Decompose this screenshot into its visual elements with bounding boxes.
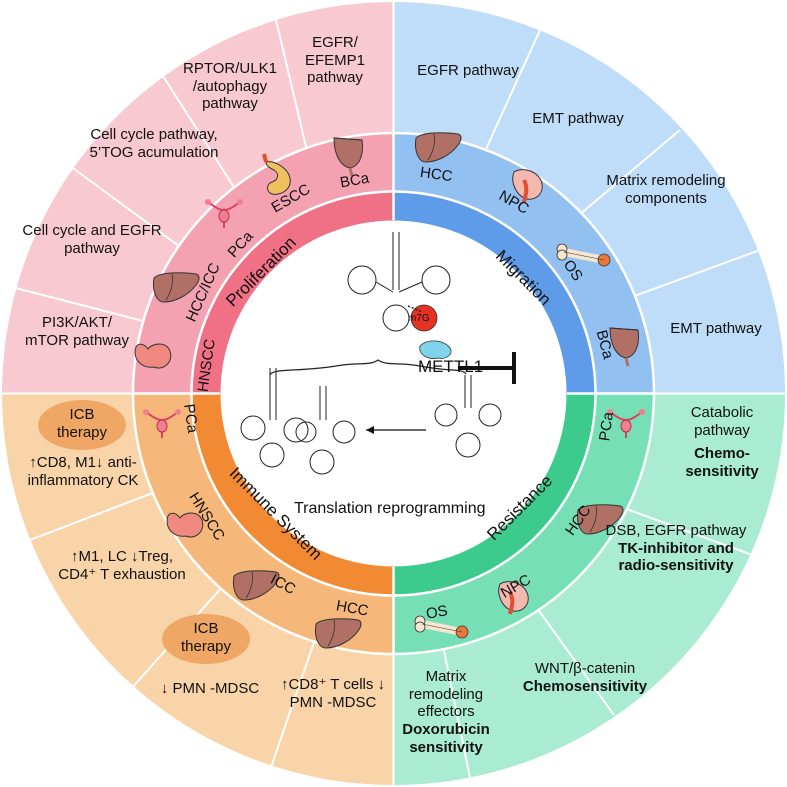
mechanism-wnt-text: WNT/β-catenin [534, 660, 636, 677]
mechanism-pi3k: PI3K/AKT/ mTOR pathway [25, 314, 129, 349]
effect-tk-inhibitor: TK-inhibitor and radio-sensitivity [618, 539, 734, 575]
icb-therapy-badge-1 [38, 400, 126, 450]
mechanism-matrix-effectors: Matrix remodeling effectors Doxorubicin … [394, 668, 498, 756]
mechanism-cell-cycle-egfr: Cell cycle and EGFR pathway [22, 222, 162, 257]
mechanism-egfr-efemp1: EGFR/ EFEMP1 pathway [304, 34, 365, 87]
mechanism-wnt: WNT/β-catenin Chemosensitivity [500, 660, 670, 695]
mechanism-rptor: RPTOR/ULK1 /autophagy pathway [183, 60, 277, 113]
mechanism-pmn-mdsc: ↓ PMN -MDSC [160, 680, 260, 697]
mechanism-emt-1: EMT pathway [532, 110, 624, 127]
mechanism-cell-cycle-5tog: Cell cycle pathway, 5’TOG acumulation [89, 126, 219, 161]
mechanism-dsb-egfr: DSB, EGFR pathway TK-inhibitor and radio… [596, 522, 756, 575]
effect-chemo-sensitivity: Chemo-sensitivity [685, 445, 759, 481]
mechanism-m1-treg: ↑M1, LC ↓Treg, CD4⁺ T exhaustion [58, 548, 186, 583]
mechanism-egfr-migration: EGFR pathway [417, 62, 519, 79]
translation-caption: Translation reprogramming [294, 500, 486, 517]
mechanism-cd8-m1: ↑CD8, M1↓ anti-inflammatory CK [27, 454, 139, 489]
mechanism-cd8-t-cells: ↑CD8⁺ T cells ↓ PMN -MDSC [280, 676, 386, 711]
mechanism-matrix-components: Matrix remodeling components [606, 172, 726, 207]
mechanism-emt-2: EMT pathway [670, 320, 762, 337]
icb-therapy-label-1: ICB therapy [56, 406, 108, 441]
mechanism-dsb-egfr-text: DSB, EGFR pathway [605, 522, 747, 539]
effect-doxorubicin: Doxorubicin sensitivity [402, 721, 490, 756]
mechanism-matrix-effectors-text: Matrix remodeling effectors [408, 668, 484, 721]
m7g-label: m7G [408, 313, 430, 324]
effect-chemosensitivity: Chemosensitivity [522, 677, 648, 695]
mettl1-label: METTL1 [418, 357, 484, 376]
inhibition-bar-icon [458, 352, 516, 384]
icb-therapy-label-2: ICB therapy [180, 620, 232, 655]
icb-therapy-badge-2 [162, 614, 250, 664]
mechanism-catabolic: Catabolic pathway Chemo-sensitivity [672, 404, 772, 481]
trna-cloverleaf-icon [347, 232, 451, 332]
mechanism-catabolic-text: Catabolic pathway [690, 404, 754, 439]
